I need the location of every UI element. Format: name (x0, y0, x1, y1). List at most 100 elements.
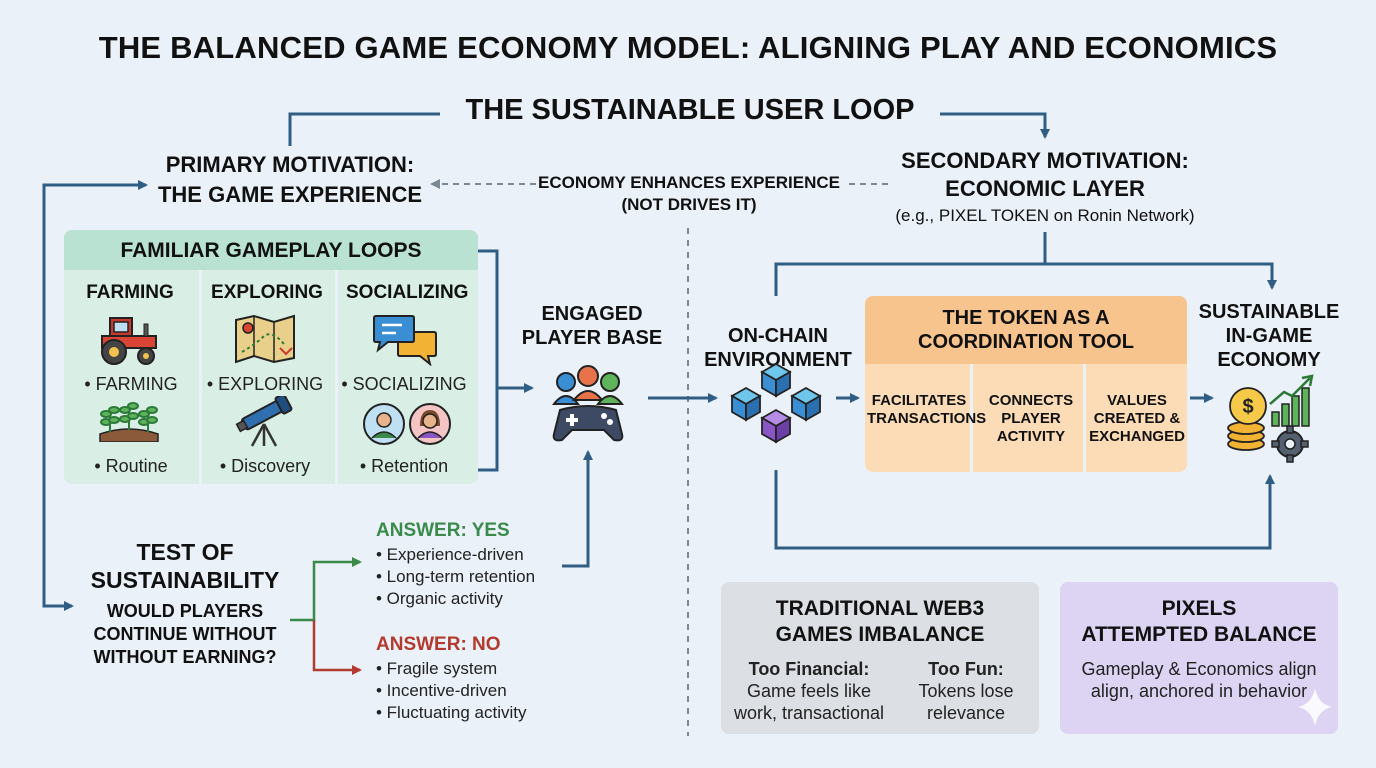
answer-yes-label: ANSWER: YES (376, 520, 510, 541)
token-header (865, 296, 1187, 364)
question-line2: CONTINUE WITHOUT (93, 624, 277, 644)
pixels-text: Gameplay & Economics align align, anchor… (1060, 658, 1338, 702)
column-divider (335, 270, 338, 484)
onchain-environment: ON-CHAIN ENVIRONMENT (698, 324, 858, 372)
farming-item2: • Routine (94, 456, 168, 476)
onchain-line1: ON-CHAIN (728, 325, 828, 347)
pixels-line1: PIXELS (1161, 597, 1237, 620)
map-icon (235, 314, 295, 364)
answer-no-label: ANSWER: NO (376, 634, 501, 655)
test-question: WOULD PLAYERS CONTINUE WITHOUT WITHOUT E… (60, 600, 310, 669)
svg-text:$: $ (1242, 396, 1253, 418)
farming-item1: • FARMING (84, 374, 178, 394)
gameplay-bracket (478, 249, 499, 472)
enhance-line2: (NOT DRIVES IT) (621, 195, 757, 214)
cell-text: FACILITATES (871, 392, 967, 409)
sustainable-line1: SUSTAINABLE (1198, 301, 1340, 323)
sustainable-line2: IN-GAME (1225, 325, 1313, 347)
too-fun-text: relevance (926, 703, 1006, 723)
test-of-sustainability: TEST OF SUSTAINABILITY (60, 538, 310, 594)
test-branch-no (312, 620, 362, 675)
cell-text: CONNECTS (988, 392, 1074, 409)
players-gamepad-icon (551, 365, 625, 442)
enhance-line1: ECONOMY ENHANCES EXPERIENCE (538, 173, 840, 192)
question-line3: WITHOUT EARNING? (93, 647, 277, 667)
pixels-title: PIXELS ATTEMPTED BALANCE (1060, 596, 1338, 648)
primary-motivation: PRIMARY MOTIVATION: THE GAME EXPERIENCE (140, 150, 440, 210)
yes-item: • Organic activity (376, 589, 503, 608)
pixels-balance-panel: PIXELS ATTEMPTED BALANCE Gameplay & Econ… (1060, 582, 1338, 734)
gameplay-title: FAMILIAR GAMEPLAY LOOPS (64, 230, 478, 270)
cell-text: EXCHANGED (1089, 428, 1185, 445)
test-branch-yes (290, 557, 362, 622)
pixels-line2: ATTEMPTED BALANCE (1081, 623, 1317, 646)
enhance-note: ECONOMY ENHANCES EXPERIENCE (NOT DRIVES … (536, 172, 842, 216)
secondary-line2: ECONOMIC LAYER (945, 176, 1145, 201)
sustainable-economy: SUSTAINABLE IN-GAME ECONOMY (1196, 300, 1342, 372)
token-title: THE TOKEN AS A COORDINATION TOOL (865, 306, 1187, 354)
too-fun-text: Tokens lose (918, 681, 1014, 701)
secondary-motivation: SECONDARY MOTIVATION: ECONOMIC LAYER (e.… (870, 146, 1220, 226)
socializing-title: SOCIALIZING (346, 282, 469, 303)
traditional-line1: TRADITIONAL WEB3 (775, 597, 985, 620)
chat-bubbles-icon (373, 315, 437, 366)
cell-divider (970, 364, 973, 472)
token-cell-activity: CONNECTS PLAYER ACTIVITY (979, 392, 1083, 446)
traditional-web3-panel: TRADITIONAL WEB3 GAMES IMBALANCE Too Fin… (721, 582, 1039, 734)
coins-chart-gear-icon: $ (1227, 374, 1314, 463)
too-financial-label: Too Financial: (748, 659, 870, 679)
test-line1: TEST OF (136, 539, 234, 565)
cell-text: PLAYER (1001, 410, 1061, 427)
gameplay-loops-panel: FAMILIAR GAMEPLAY LOOPS FARMING • FARMIN… (64, 230, 478, 484)
sparkle-icon (1298, 688, 1332, 726)
token-line2: COORDINATION TOOL (918, 331, 1134, 353)
onchain-line2: ENVIRONMENT (704, 349, 852, 371)
too-fun-label: Too Fun: (928, 659, 1004, 679)
question-line1: WOULD PLAYERS (106, 601, 264, 621)
answer-no: ANSWER: NO • Fragile system • Incentive-… (376, 634, 596, 724)
sprouts-icon (99, 402, 159, 442)
token-cell-values: VALUES CREATED & EXCHANGED (1085, 392, 1187, 446)
sustainable-line3: ECONOMY (1217, 349, 1321, 371)
page-title: THE BALANCED GAME ECONOMY MODEL: ALIGNIN… (98, 30, 1278, 65)
traditional-line2: GAMES IMBALANCE (775, 623, 985, 646)
yes-to-engaged (562, 450, 593, 568)
yes-item: • Long-term retention (376, 567, 536, 586)
engaged-line1: ENGAGED (541, 303, 643, 325)
token-cell-transactions: FACILITATES TRANSACTIONS (867, 392, 986, 428)
secondary-split (774, 262, 1277, 296)
too-fun: Too Fun: Tokens lose relevance (901, 658, 1031, 724)
no-item: • Incentive-driven (376, 681, 507, 700)
cell-text: CREATED & (1093, 410, 1181, 427)
no-item: • Fragile system (376, 659, 498, 678)
test-line2: SUSTAINABILITY (90, 567, 280, 593)
no-item: • Fluctuating activity (376, 703, 527, 722)
too-financial: Too Financial: Game feels like work, tra… (729, 658, 889, 724)
token-coordination-panel: THE TOKEN AS A COORDINATION TOOL FACILIT… (865, 296, 1187, 472)
blockchain-cubes-icon (730, 362, 822, 444)
loop-title: THE SUSTAINABLE USER LOOP (440, 94, 940, 127)
cell-text: ACTIVITY (996, 428, 1066, 445)
engaged-player-base: ENGAGED PLAYER BASE (512, 302, 672, 350)
cell-divider (1083, 364, 1086, 472)
column-divider (199, 270, 202, 484)
socializing-item1: • SOCIALIZING (341, 374, 467, 394)
farming-title: FARMING (86, 282, 174, 303)
traditional-title: TRADITIONAL WEB3 GAMES IMBALANCE (721, 596, 1039, 648)
primary-line2: THE GAME EXPERIENCE (157, 182, 423, 207)
people-avatars-icon (363, 403, 451, 445)
answer-yes: ANSWER: YES • Experience-driven • Long-t… (376, 520, 596, 610)
too-financial-text: work, transactional (733, 703, 885, 723)
token-line1: THE TOKEN AS A (942, 307, 1110, 329)
telescope-icon (235, 396, 293, 447)
exploring-item1: • EXPLORING (206, 374, 324, 394)
exploring-item2: • Discovery (219, 456, 311, 476)
tractor-icon (101, 317, 157, 365)
exploring-title: EXPLORING (211, 282, 323, 303)
bottom-loop (774, 470, 1275, 550)
pixels-text2: align, anchored in behavior (1090, 681, 1308, 701)
secondary-sub: (e.g., PIXEL TOKEN on Ronin Network) (895, 206, 1195, 225)
cell-text: VALUES (1107, 392, 1167, 409)
yes-item: • Experience-driven (376, 545, 524, 564)
